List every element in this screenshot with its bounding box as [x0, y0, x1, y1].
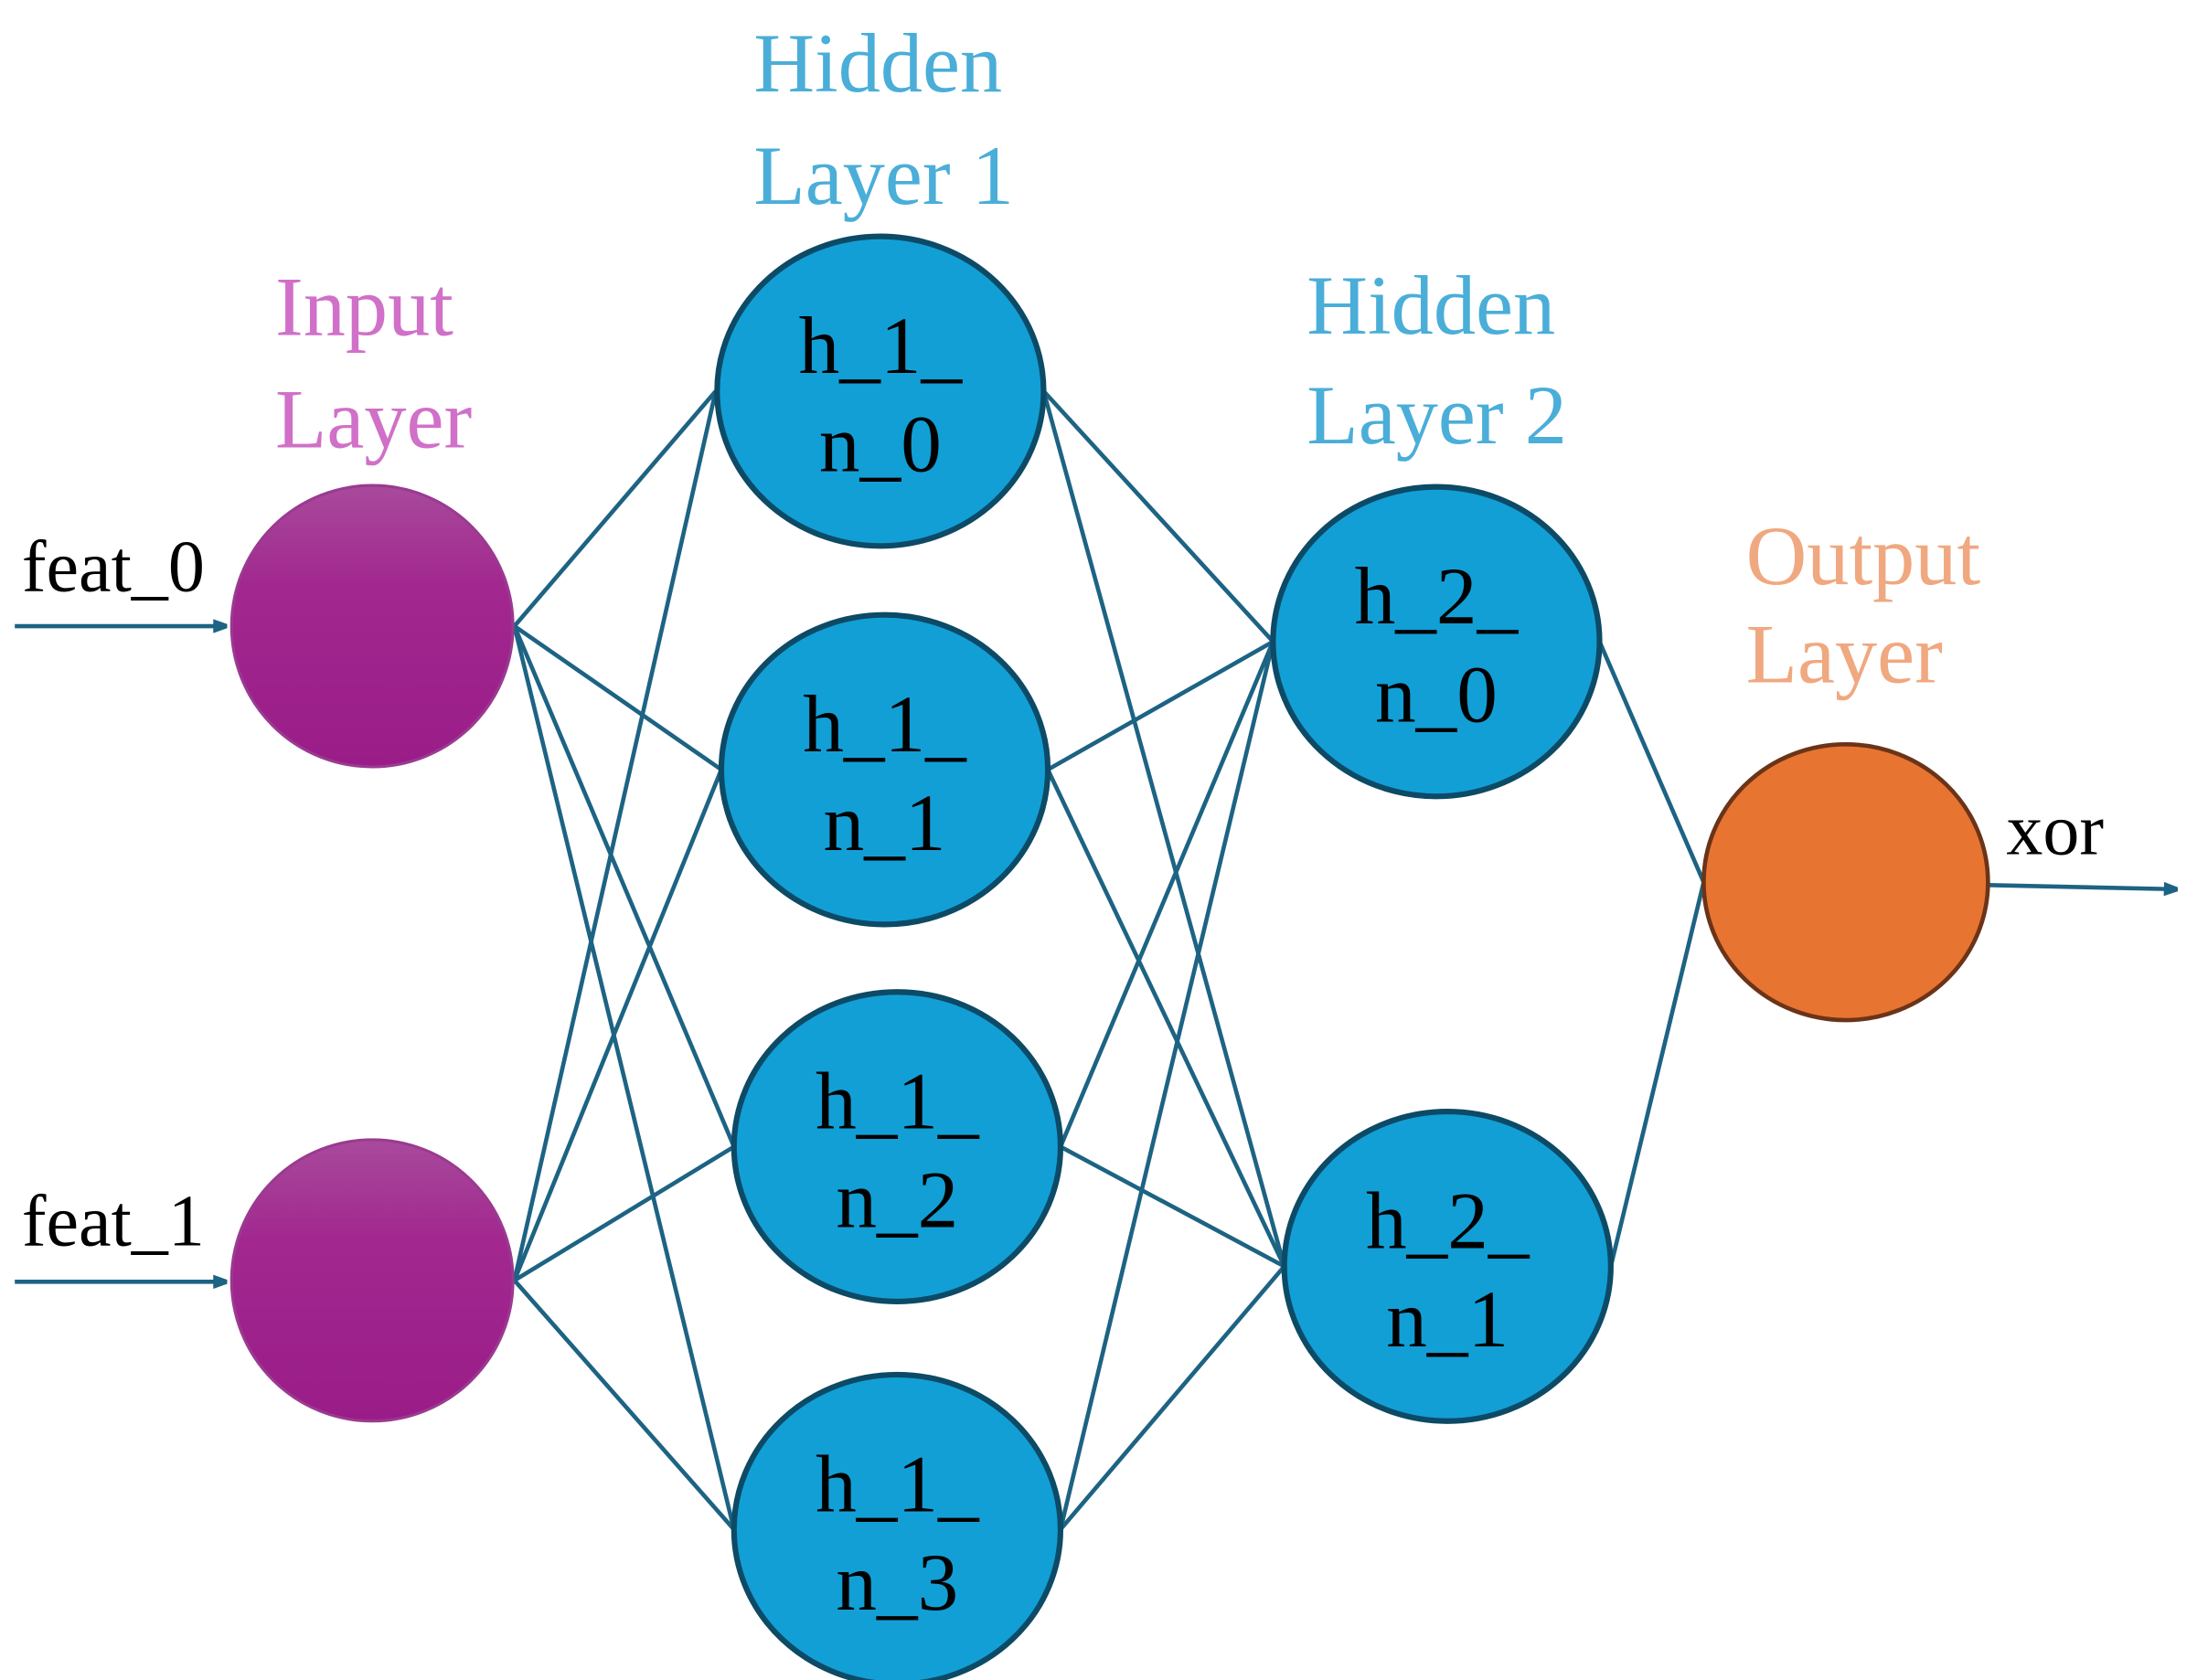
output-arrow-xor	[1988, 885, 2176, 889]
node-label: n_3	[836, 1537, 958, 1628]
edge-input-0-to-h1-1	[513, 624, 723, 771]
hidden2-node-1: h_2_ n_1	[1281, 1109, 1614, 1424]
output-node	[1701, 742, 1990, 1023]
hidden1-node-0: h_1_ n_0	[714, 233, 1047, 549]
edge-h2-1-to-output	[1608, 881, 1706, 1267]
node-label: n_1	[1386, 1274, 1509, 1365]
input-node-feat-1	[229, 1138, 515, 1423]
input-node-feat-0	[229, 484, 515, 769]
hidden1-node-2: h_1_ n_2	[731, 989, 1064, 1304]
edge-h1-2-to-h2-1	[1059, 1144, 1285, 1269]
node-label: h_1_	[799, 301, 964, 391]
edge-input-1-to-h1-2	[513, 1144, 736, 1282]
node-label: n_0	[819, 399, 942, 490]
edge-h1-3-to-h2-0	[1058, 641, 1275, 1530]
edge-input-1-to-h1-3	[512, 1279, 736, 1531]
edge-input-0-to-h1-2	[512, 625, 736, 1148]
hidden1-node-1: h_1_ n_1	[718, 611, 1051, 928]
hidden1-node-3: h_1_ n_3	[731, 1371, 1063, 1680]
hidden2-layer-title: Layer 2	[1306, 368, 1567, 462]
node-label: h_2_	[1366, 1175, 1530, 1266]
edge-h1-3-to-h2-1	[1059, 1264, 1286, 1531]
input-layer-title: Layer	[275, 373, 472, 466]
hidden2-node-0: h_2_ n_0	[1270, 484, 1603, 800]
node-label: h_1_	[816, 1057, 980, 1147]
edge-h1-0-to-h2-1	[1041, 390, 1286, 1268]
edge-input-0-to-h1-3	[512, 625, 737, 1530]
output-layer-title: Layer	[1746, 608, 1943, 701]
edge-h1-1-to-h2-0	[1046, 639, 1274, 772]
hidden1-layer-title: Hidden	[753, 16, 1002, 110]
hidden1-layer-title: Layer 1	[753, 129, 1014, 222]
edge-input-0-to-h1-0	[512, 389, 718, 628]
edge-h2-0-to-output	[1597, 641, 1706, 884]
node-label: h_1_	[803, 679, 967, 770]
node-label: h_2_	[1355, 551, 1520, 642]
edge-h1-1-to-h2-1	[1045, 769, 1286, 1268]
hidden2-layer-title: Hidden	[1306, 259, 1555, 352]
node-label: h_1_	[816, 1439, 980, 1529]
edge-h1-0-to-h2-0	[1041, 389, 1275, 643]
edge-h1-2-to-h2-0	[1058, 641, 1275, 1148]
input-label-feat-0: feat_0	[22, 527, 205, 608]
edge-input-1-to-h1-0	[512, 390, 719, 1281]
output-label-xor: xor	[2006, 790, 2104, 870]
input-label-feat-1: feat_1	[22, 1181, 205, 1261]
edge-input-1-to-h1-1	[512, 769, 724, 1281]
node-label: n_2	[836, 1154, 958, 1245]
input-layer-title: Input	[275, 260, 453, 353]
node-label: n_0	[1375, 650, 1498, 740]
node-label: n_1	[824, 778, 946, 868]
output-layer-title: Output	[1746, 509, 1981, 602]
connections	[512, 389, 1706, 1531]
